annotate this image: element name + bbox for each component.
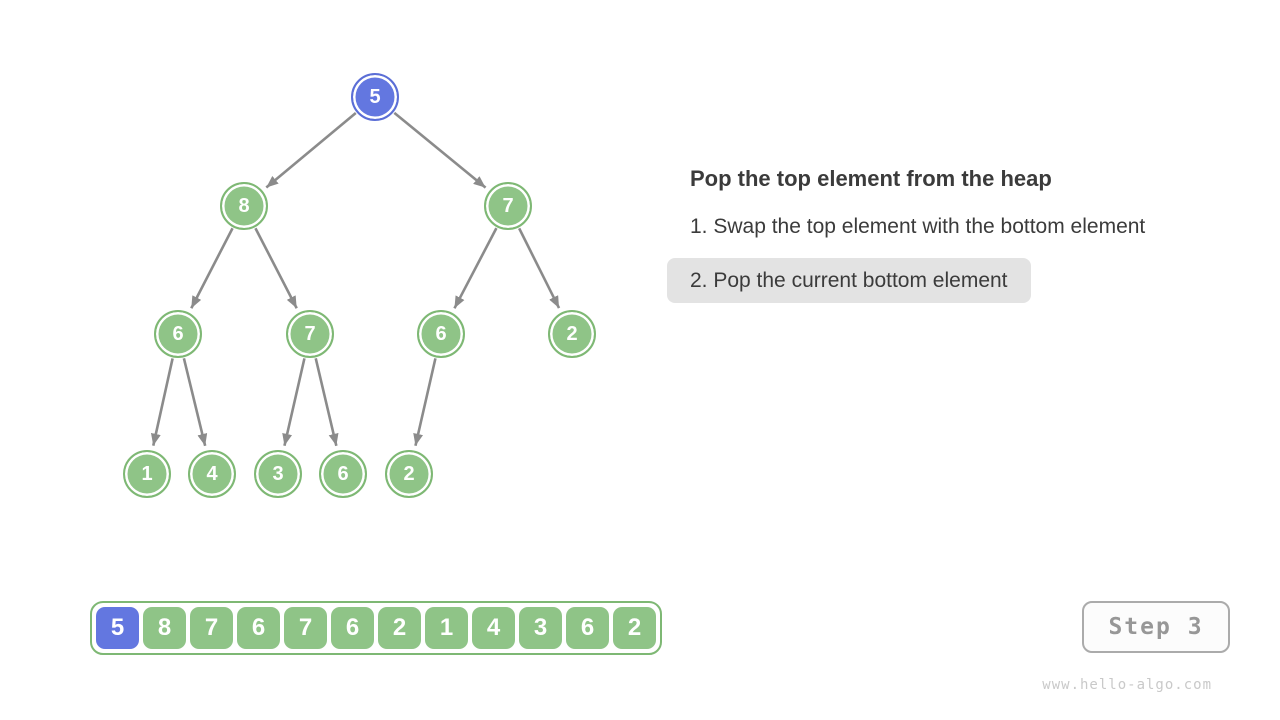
tree-node: 5 [351, 73, 399, 121]
array-cell: 7 [284, 607, 327, 649]
tree-edge-arrow [150, 358, 174, 446]
tree-node: 4 [188, 450, 236, 498]
array-cell: 5 [96, 607, 139, 649]
array-cell: 6 [566, 607, 609, 649]
tree-node: 3 [254, 450, 302, 498]
tree-node: 2 [548, 310, 596, 358]
step-indicator: Step 3 [1082, 601, 1230, 653]
tree-edge-arrow [413, 358, 437, 447]
instruction-step-current: 2. Pop the current bottom element [667, 258, 1031, 303]
tree-edge-arrow [282, 358, 306, 447]
tree-edge-arrow [393, 111, 487, 189]
tree-node: 1 [123, 450, 171, 498]
instruction-step: 1. Swap the top element with the bottom … [690, 215, 1146, 238]
array-cell: 6 [237, 607, 280, 649]
array-cell: 8 [143, 607, 186, 649]
array-cell: 1 [425, 607, 468, 649]
watermark: www.hello-algo.com [1042, 677, 1212, 693]
tree-edge-arrow [254, 227, 298, 309]
array-cell: 7 [190, 607, 233, 649]
array-cell: 4 [472, 607, 515, 649]
tree-edge-arrow [182, 357, 208, 447]
array-cell: 2 [613, 607, 656, 649]
instruction-title: Pop the top element from the heap [690, 166, 1052, 191]
tree-edge-arrow [453, 227, 498, 309]
array-cell: 2 [378, 607, 421, 649]
array-cell: 6 [331, 607, 374, 649]
instruction-steps: 1. Swap the top element with the bottom … [667, 210, 1168, 303]
tree-node: 8 [220, 182, 268, 230]
tree-edge-arrow [518, 227, 561, 309]
tree-node: 6 [319, 450, 367, 498]
tree-node: 7 [484, 182, 532, 230]
tree-node: 2 [385, 450, 433, 498]
tree-node: 6 [417, 310, 465, 358]
array-cell: 3 [519, 607, 562, 649]
tree-node: 6 [154, 310, 202, 358]
tree-edge-arrow [265, 111, 357, 189]
tree-edge-arrow [314, 358, 339, 447]
tree-node: 7 [286, 310, 334, 358]
tree-edge-arrow [190, 227, 234, 309]
